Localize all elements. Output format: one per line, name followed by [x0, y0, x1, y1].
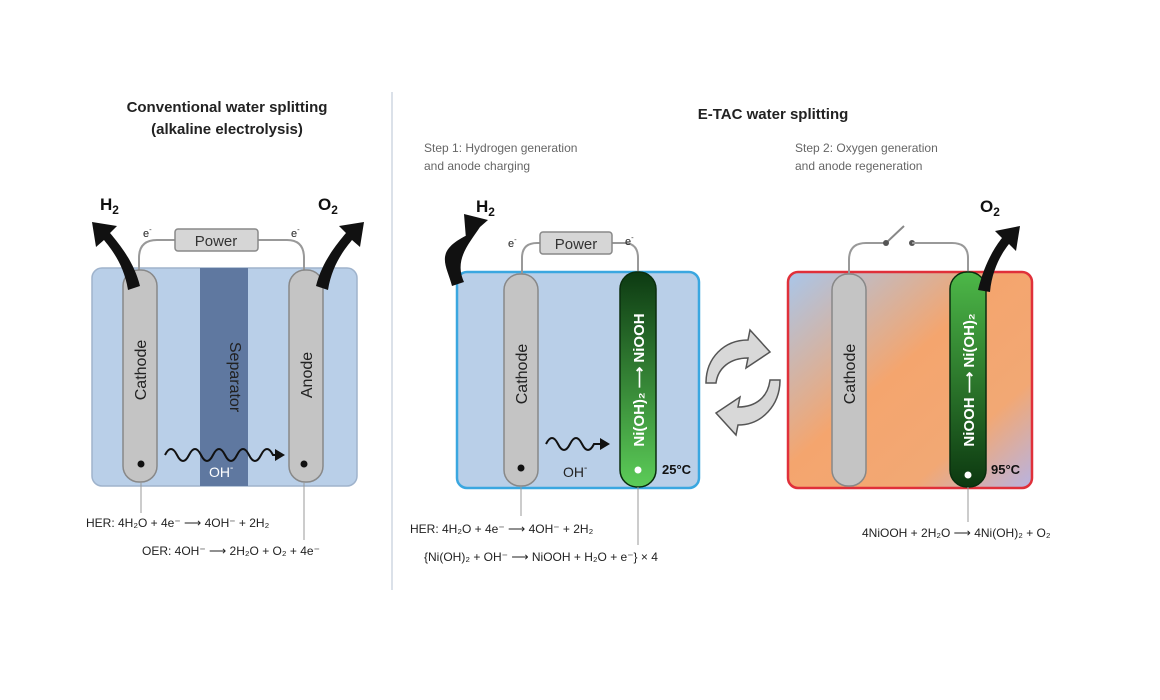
- left-o2-arrow: [316, 222, 364, 290]
- step1-wire-left: [521, 242, 540, 282]
- step1-power-label: Power: [555, 236, 598, 253]
- left-title-line2: (alkaline electrolysis): [151, 121, 303, 138]
- left-anode-dot: [300, 460, 308, 468]
- step1-anode-dot: [634, 466, 642, 474]
- step2-line2: and anode regeneration: [795, 159, 922, 173]
- step2-temperature: 95°C: [991, 462, 1021, 477]
- left-her-equation: HER: 4H₂O + 4e⁻ ⟶ 4OH⁻ + 2H₂: [86, 516, 270, 530]
- cycle-arrow-top: [705, 328, 772, 384]
- left-oer-equation: OER: 4OH⁻ ⟶ 2H₂O + O₂ + 4e⁻: [142, 544, 320, 558]
- step1-anode-label: Ni(OH)₂ ⟶ NiOOH: [631, 313, 648, 446]
- step1-oh-wave: [545, 437, 602, 451]
- step2-anode-dot: [964, 471, 972, 479]
- left-o2-label: O2: [318, 195, 338, 217]
- separator-label: Separator: [226, 342, 243, 413]
- left-title-line1: Conventional water splitting: [127, 99, 328, 116]
- left-power-box: [174, 228, 259, 252]
- step1-oh-arrowhead: [600, 438, 610, 450]
- step1-power-box: [539, 231, 613, 255]
- step1-cathode-label: Cathode: [514, 344, 531, 405]
- step2-cathode: [831, 273, 867, 487]
- left-h2-arrow: [92, 222, 140, 290]
- left-oh-wave: [164, 448, 281, 462]
- left-cathode-label: Cathode: [133, 340, 150, 401]
- step1-anode-equation: {Ni(OH)₂ + OH⁻ ⟶ NiOOH + H₂O + e⁻} × 4: [424, 550, 658, 564]
- step1-cell: [455, 270, 701, 490]
- left-wire-left: [138, 239, 175, 278]
- step2-wire-right: [912, 242, 969, 276]
- left-wire-right: [258, 239, 305, 278]
- left-oh-arrowhead: [275, 449, 285, 461]
- step2-o2-label: O2: [980, 197, 1000, 219]
- step1-electron-left: e-: [508, 235, 517, 250]
- left-power-label: Power: [195, 233, 238, 250]
- step2-anode-label: NiOOH ⟶ Ni(OH)₂: [961, 313, 978, 446]
- step1-line1: Step 1: Hydrogen generation: [424, 141, 577, 155]
- step1-line2: and anode charging: [424, 159, 530, 173]
- step2-line1: Step 2: Oxygen generation: [795, 141, 938, 155]
- step1-h2-arrow: [444, 214, 488, 286]
- cycle-arrow-bottom: [714, 379, 781, 437]
- left-anode: [288, 269, 324, 483]
- step1-temperature: 25°C: [662, 462, 692, 477]
- step2-cathode-label: Cathode: [842, 344, 859, 405]
- step2-cell: [786, 270, 1034, 490]
- step1-cathode-dot: [517, 464, 525, 472]
- left-oh-label: OH-: [209, 463, 233, 480]
- step1-her-equation: HER: 4H₂O + 4e⁻ ⟶ 4OH⁻ + 2H₂: [410, 522, 594, 536]
- left-cathode-dot: [137, 460, 145, 468]
- left-anode-label: Anode: [299, 352, 316, 398]
- left-electron-right: e-: [291, 225, 300, 240]
- step2-o2-arrow: [978, 226, 1020, 292]
- step1-electron-right: e-: [625, 233, 634, 248]
- step1-wire-right: [612, 242, 639, 278]
- step2-switch-pivot: [883, 240, 889, 246]
- step2-equation: 4NiOOH + 2H₂O ⟶ 4Ni(OH)₂ + O₂: [862, 526, 1051, 540]
- left-cathode: [122, 269, 158, 483]
- step1-h2-label: H2: [476, 197, 495, 219]
- left-h2-label: H2: [100, 195, 119, 217]
- left-electron-left: e-: [143, 225, 152, 240]
- step2-switch-blade: [885, 225, 905, 244]
- right-title: E-TAC water splitting: [698, 106, 849, 123]
- step2-wire-left: [848, 242, 885, 282]
- step1-oh-label: OH-: [563, 463, 587, 480]
